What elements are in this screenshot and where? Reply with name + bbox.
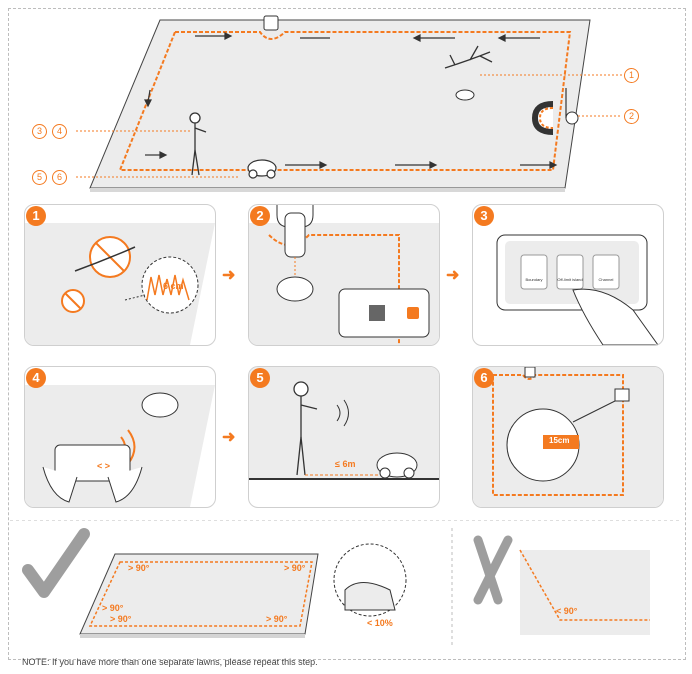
off-limit-island-button[interactable]: Off-limit island [557, 277, 583, 282]
arrow-right-icon: ➜ [222, 429, 236, 446]
step-2-badge: 2 [250, 206, 270, 226]
callout-1: 1 [624, 68, 639, 83]
step-3-illustration [496, 234, 659, 345]
step-4-illustration [25, 385, 215, 507]
arrow-right-icon: ➜ [222, 267, 236, 284]
overview-illustration [76, 15, 622, 192]
direction-arrows: < > [97, 461, 111, 471]
step-3-panel: Boundary Off-limit island Channel [472, 204, 664, 346]
slope-label: < 10% [367, 618, 393, 628]
grass-height-label: 6 cm [163, 281, 184, 291]
boundary-button[interactable]: Boundary [525, 277, 543, 282]
step-6-illustration [473, 367, 663, 507]
step-6-panel: 15cm [472, 366, 664, 508]
step-6-badge: 6 [474, 368, 494, 388]
arrow-right-icon: ➜ [446, 267, 460, 284]
callout-2: 2 [624, 109, 639, 124]
step-5-illustration [249, 367, 439, 480]
step-4-panel: < > [24, 366, 216, 508]
step-1-illustration: 6 cm [25, 223, 215, 345]
callout-3: 3 [32, 124, 47, 139]
cross-icon [473, 535, 513, 605]
step-3-badge: 3 [474, 206, 494, 226]
max-distance-label: ≤ 6m [335, 459, 356, 469]
angle-label-top-right: > 90° [284, 563, 306, 573]
step-5-panel: ≤ 6m [248, 366, 440, 508]
step-5-badge: 5 [250, 368, 270, 388]
step-2-panel [248, 204, 440, 346]
step-2-illustration [249, 205, 439, 345]
examples-illustration [10, 520, 682, 648]
distance-label: 15cm [549, 436, 570, 445]
bad-angle-label: < 90° [556, 606, 578, 616]
lawn-area [89, 19, 591, 189]
angle-label-bottom-left-2: > 90° [110, 614, 132, 624]
note-text: NOTE: If you have more than one separate… [22, 657, 318, 667]
angle-label-bottom-left-1: > 90° [102, 603, 124, 613]
boundary-wire [118, 31, 572, 171]
callout-6: 6 [52, 170, 67, 185]
callout-5: 5 [32, 170, 47, 185]
callout-4: 4 [52, 124, 67, 139]
check-icon [22, 528, 90, 598]
channel-button[interactable]: Channel [598, 277, 614, 282]
step-1-panel: 6 cm [24, 204, 216, 346]
step-1-badge: 1 [26, 206, 46, 226]
angle-label-bottom-right: > 90° [266, 614, 288, 624]
angle-label-top-left: > 90° [128, 563, 150, 573]
step-4-badge: 4 [26, 368, 46, 388]
page-frame [8, 8, 686, 660]
